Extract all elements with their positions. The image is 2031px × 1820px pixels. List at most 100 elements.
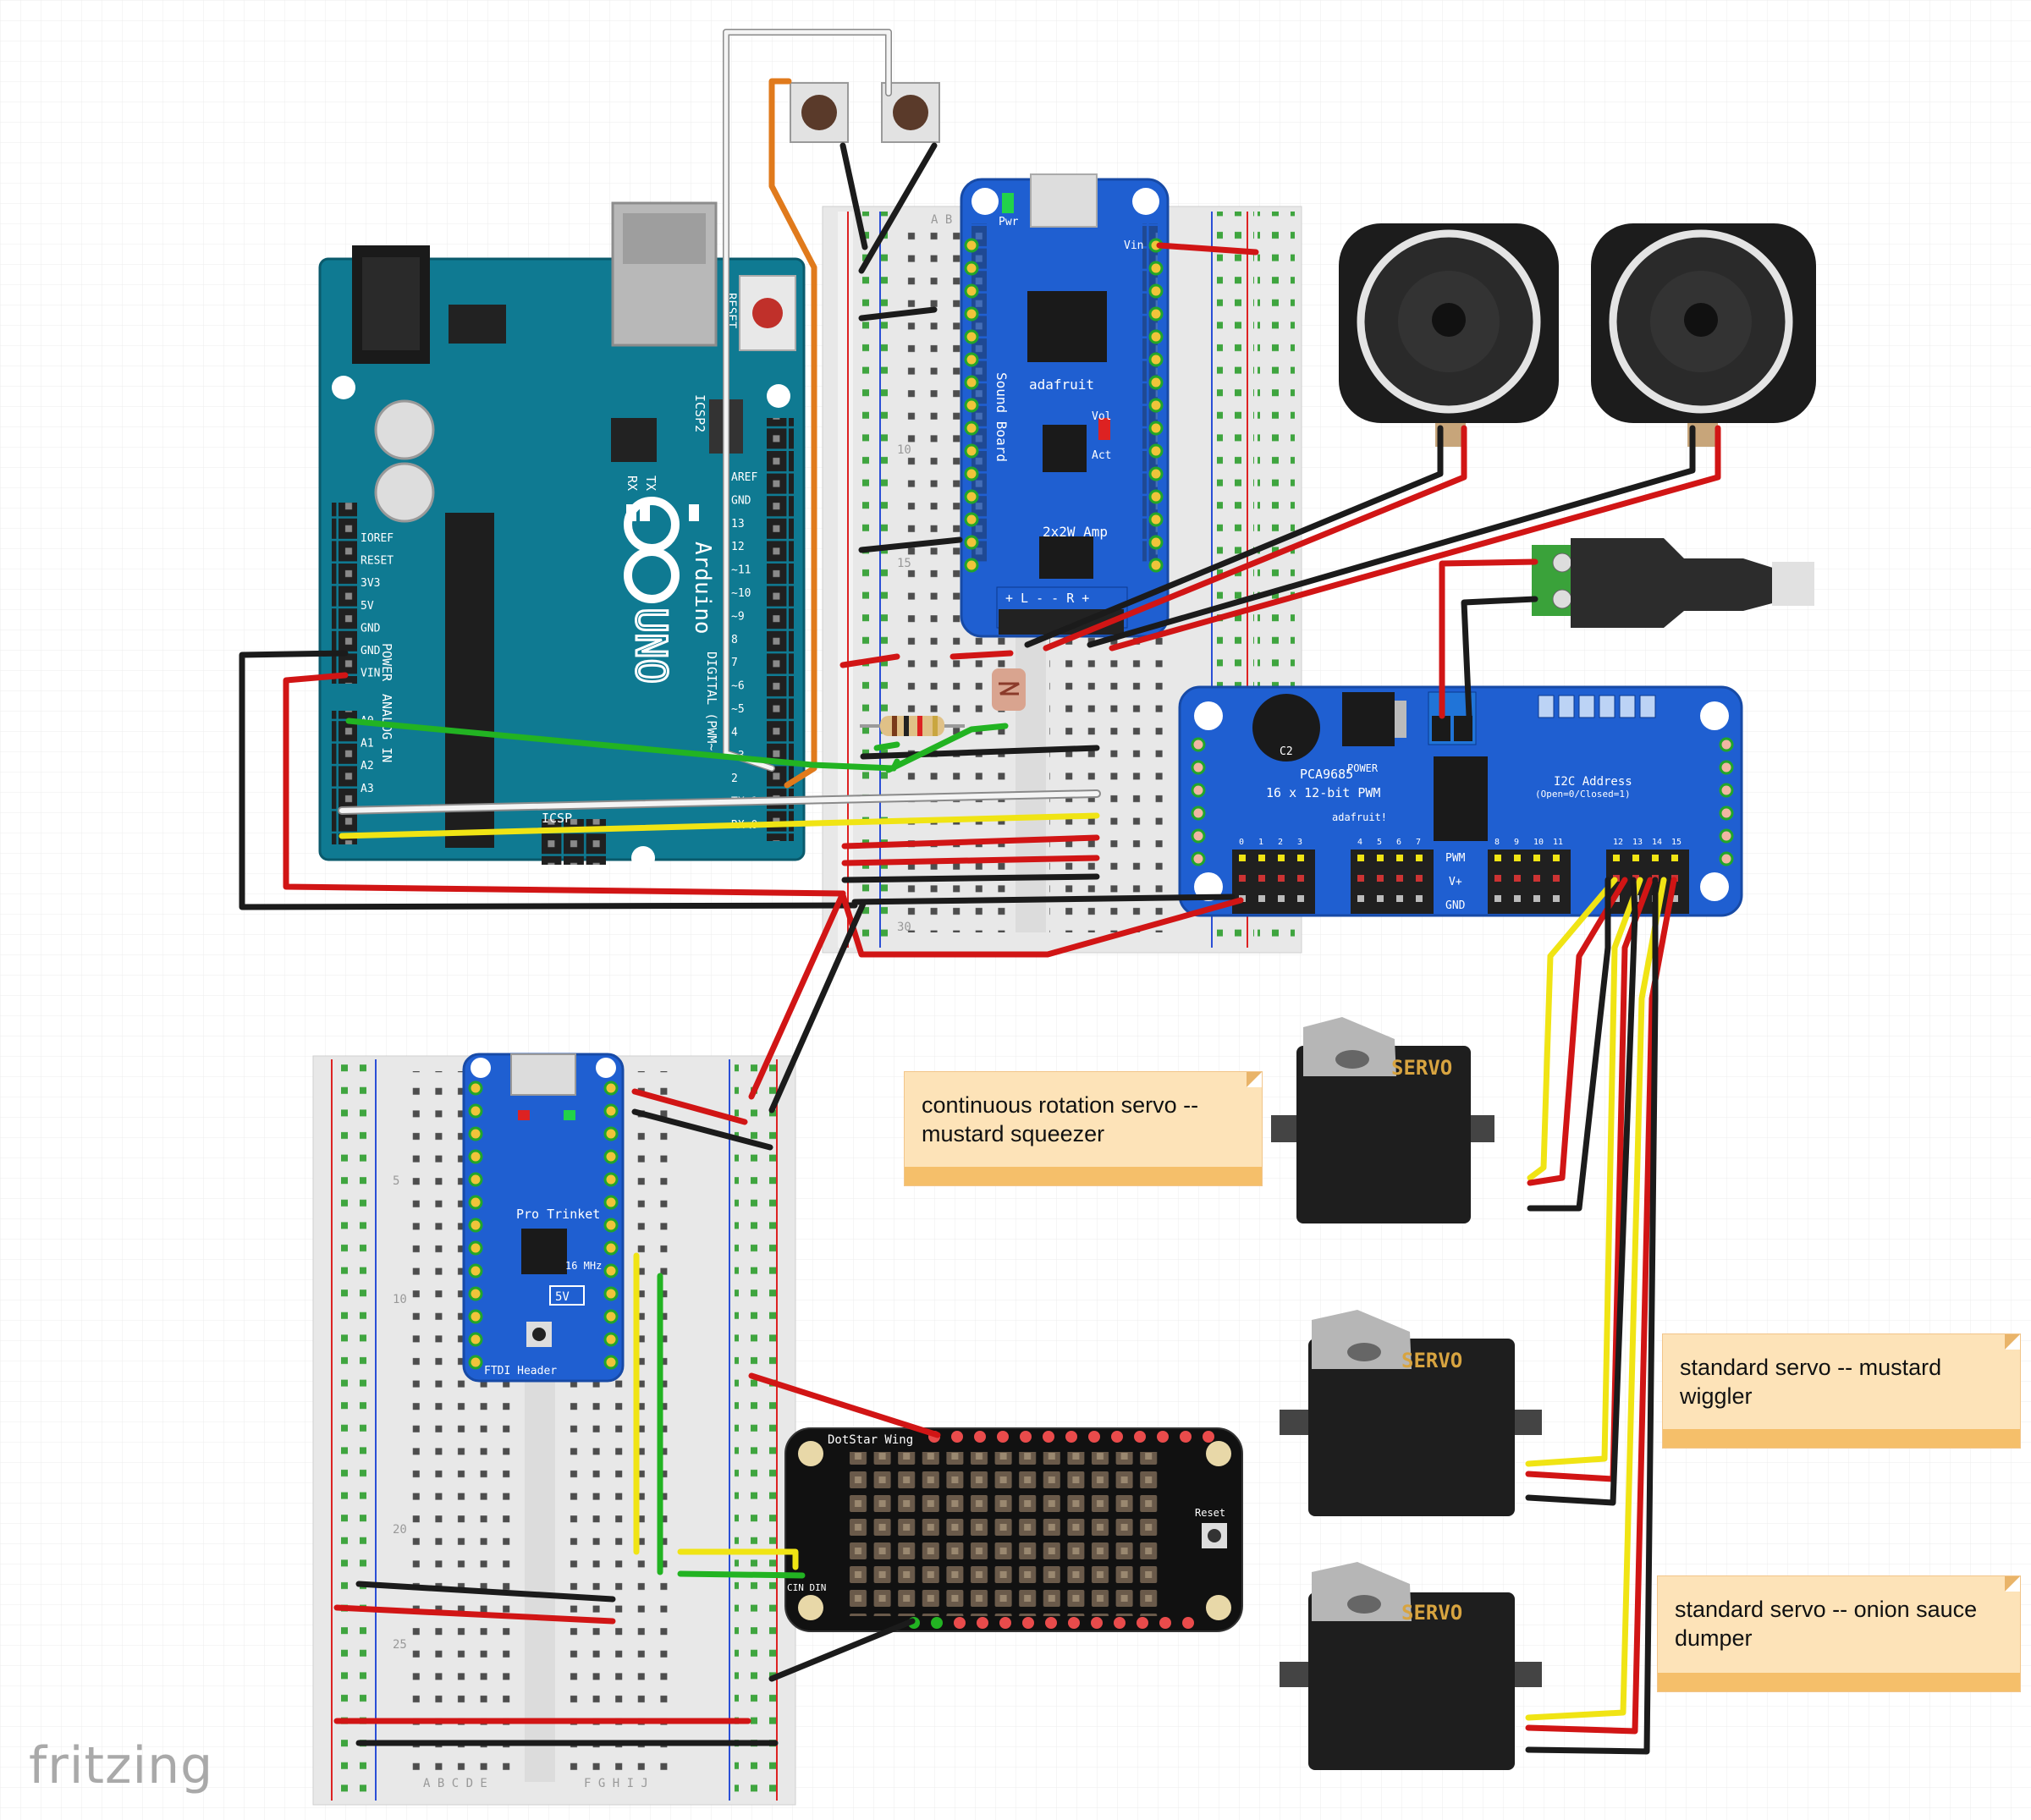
pwm-left-pin-3[interactable]	[1191, 806, 1206, 821]
pwm-header-pin-5-1[interactable]	[1377, 875, 1384, 882]
dotstar-top-pin-1[interactable]	[951, 1431, 963, 1443]
pwm-left-pins[interactable]	[1191, 737, 1206, 866]
pwm-right-pin-5[interactable]	[1719, 851, 1734, 866]
sound-right-pins[interactable]	[1148, 238, 1164, 573]
pwm-header-pin-15-0[interactable]	[1671, 855, 1678, 861]
sound-board[interactable]: + L - - R + adafruit 2x2W Amp Pwr Act Vo…	[960, 173, 1170, 638]
pwm-header-pin-7-2[interactable]	[1416, 895, 1423, 902]
trinket-right-pin-5[interactable]	[603, 1195, 619, 1210]
sound-right-pin-7[interactable]	[1148, 398, 1164, 413]
pwm-header-pin-9-1[interactable]	[1514, 875, 1521, 882]
sound-left-pin-13[interactable]	[964, 535, 979, 550]
pwm-right-pins[interactable]	[1719, 737, 1734, 866]
trinket-right-pin-9[interactable]	[603, 1286, 619, 1301]
pwm-header-pin-2-1[interactable]	[1278, 875, 1285, 882]
pwm-left-pin-5[interactable]	[1191, 851, 1206, 866]
dotstar-bottom-pin-4[interactable]	[999, 1617, 1011, 1629]
trinket-right-pin-10[interactable]	[603, 1309, 619, 1324]
pwm-header-pin-11-0[interactable]	[1553, 855, 1560, 861]
pwm-header-pin-1-2[interactable]	[1258, 895, 1265, 902]
dotstar-bottom-pin-6[interactable]	[1045, 1617, 1057, 1629]
dotstar-bottom-pin-10[interactable]	[1137, 1617, 1148, 1629]
pwm-header-pin-4-2[interactable]	[1357, 895, 1364, 902]
dotstar-bottom-pin-5[interactable]	[1022, 1617, 1034, 1629]
pwm-header-pin-3-2[interactable]	[1297, 895, 1304, 902]
pwm-header-pin-15-2[interactable]	[1671, 895, 1678, 902]
dotstar-top-pin-4[interactable]	[1020, 1431, 1032, 1443]
sound-right-pin-8[interactable]	[1148, 421, 1164, 436]
trinket-left-pin-8[interactable]	[468, 1263, 483, 1278]
trinket-right-pin-3[interactable]	[603, 1149, 619, 1164]
trinket-right-pin-12[interactable]	[603, 1355, 619, 1370]
trinket-left-pin-3[interactable]	[468, 1149, 483, 1164]
pwm-servo-driver[interactable]: PCA9685 16 x 12-bit PWM POWER adafruit! …	[1178, 685, 1743, 917]
pwm-left-pin-2[interactable]	[1191, 783, 1206, 798]
dotstar-bottom-pin-9[interactable]	[1114, 1617, 1126, 1629]
sound-left-pin-7[interactable]	[964, 398, 979, 413]
sound-right-pin-5[interactable]	[1148, 352, 1164, 367]
sound-left-pins[interactable]	[964, 238, 979, 573]
dotstar-top-pin-6[interactable]	[1065, 1431, 1077, 1443]
trinket-left-pin-9[interactable]	[468, 1286, 483, 1301]
trinket-right-pin-7[interactable]	[603, 1240, 619, 1256]
pwm-header-pin-14-0[interactable]	[1652, 855, 1659, 861]
trinket-right-pins[interactable]	[603, 1080, 619, 1370]
pwm-header-pin-11-1[interactable]	[1553, 875, 1560, 882]
pwm-right-pin-0[interactable]	[1719, 737, 1734, 752]
trinket-left-pin-10[interactable]	[468, 1309, 483, 1324]
pwm-header-pin-6-2[interactable]	[1396, 895, 1403, 902]
pwm-header-pin-8-0[interactable]	[1494, 855, 1501, 861]
pwm-header-pin-10-1[interactable]	[1533, 875, 1540, 882]
sound-right-pin-10[interactable]	[1148, 466, 1164, 481]
pwm-header-pin-0-0[interactable]	[1239, 855, 1246, 861]
pwm-header-pin-6-1[interactable]	[1396, 875, 1403, 882]
dotstar-bottom-pin-11[interactable]	[1159, 1617, 1171, 1629]
pwm-header-pin-10-0[interactable]	[1533, 855, 1540, 861]
sound-right-pin-9[interactable]	[1148, 443, 1164, 459]
pwm-header-pin-2-0[interactable]	[1278, 855, 1285, 861]
trinket-right-pin-6[interactable]	[603, 1218, 619, 1233]
pwm-header-pin-5-2[interactable]	[1377, 895, 1384, 902]
sound-left-pin-2[interactable]	[964, 283, 979, 299]
pwm-header-pin-10-2[interactable]	[1533, 895, 1540, 902]
pwm-header-pin-6-0[interactable]	[1396, 855, 1403, 861]
dotstar-top-pin-5[interactable]	[1043, 1431, 1054, 1443]
trinket-left-pin-5[interactable]	[468, 1195, 483, 1210]
dotstar-top-pin-3[interactable]	[997, 1431, 1009, 1443]
push-button-1[interactable]	[790, 82, 849, 143]
push-button-2[interactable]	[881, 82, 940, 143]
sound-right-pin-13[interactable]	[1148, 535, 1164, 550]
pro-trinket-board[interactable]: 5V Pro Trinket 16 MHz FTDI Header	[462, 1053, 625, 1383]
sound-left-pin-6[interactable]	[964, 375, 979, 390]
dotstar-bottom-pin-3[interactable]	[977, 1617, 988, 1629]
dotstar-top-pin-7[interactable]	[1088, 1431, 1100, 1443]
sound-left-pin-1[interactable]	[964, 261, 979, 276]
sound-left-pin-14[interactable]	[964, 558, 979, 573]
arduino-uno-board[interactable]: Arduino UNO DIGITAL (PWM~) ANALOG IN POW…	[318, 201, 806, 870]
dotstar-bottom-pin-2[interactable]	[954, 1617, 966, 1629]
pwm-header-pin-8-1[interactable]	[1494, 875, 1501, 882]
analog-header[interactable]	[332, 711, 357, 844]
sound-left-pin-10[interactable]	[964, 466, 979, 481]
trinket-right-pin-8[interactable]	[603, 1263, 619, 1278]
dotstar-bottom-pin-1[interactable]	[931, 1617, 943, 1629]
pwm-left-pin-4[interactable]	[1191, 828, 1206, 844]
pwm-right-pin-1[interactable]	[1719, 760, 1734, 775]
digital-header[interactable]	[767, 418, 794, 841]
sound-right-pin-14[interactable]	[1148, 558, 1164, 573]
pwm-header-pin-8-2[interactable]	[1494, 895, 1501, 902]
note-standard-servo-2[interactable]: standard servo -- onion sauce dumper	[1657, 1575, 2021, 1692]
dotstar-bottom-pin-7[interactable]	[1068, 1617, 1080, 1629]
trinket-right-pin-2[interactable]	[603, 1126, 619, 1141]
pwm-header-pin-1-0[interactable]	[1258, 855, 1265, 861]
sound-right-pin-1[interactable]	[1148, 261, 1164, 276]
sound-left-pin-12[interactable]	[964, 512, 979, 527]
trinket-left-pin-7[interactable]	[468, 1240, 483, 1256]
pwm-header-pin-13-1[interactable]	[1632, 875, 1639, 882]
trinket-left-pin-0[interactable]	[468, 1080, 483, 1096]
dotstar-top-pin-2[interactable]	[974, 1431, 986, 1443]
sound-left-pin-5[interactable]	[964, 352, 979, 367]
trinket-left-pin-6[interactable]	[468, 1218, 483, 1233]
trinket-left-pins[interactable]	[468, 1080, 483, 1370]
trinket-right-pin-11[interactable]	[603, 1332, 619, 1347]
